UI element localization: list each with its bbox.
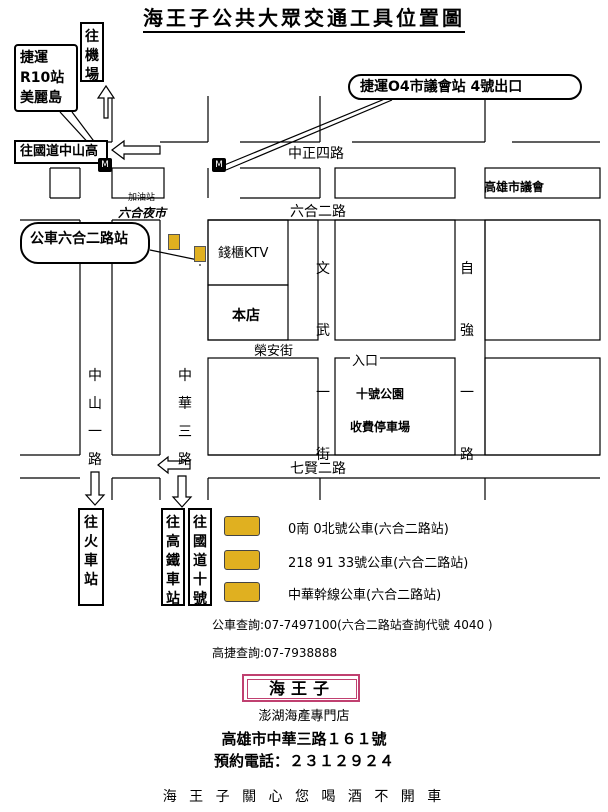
brand-logo: 海王子 [242,674,360,702]
night-market-label: 六合夜市 [118,206,167,220]
address: 高雄市中華三路１６１號 [221,730,387,748]
city-council-label: 高雄市議會 [484,180,545,194]
road-rongan: 榮安街 [254,344,294,359]
logo-text: 海王子 [247,679,357,699]
bus-stop-icon [168,234,180,250]
hsr-box: 往高鐵車站 [161,508,185,607]
mrt-query: 高捷查詢:07-7938888 [212,646,338,660]
road-qixian2: 七賢二路 [290,461,346,477]
road-ziqiang1: 自強一路 [460,261,474,463]
slogan: 海 王 子 關 心 您 喝 酒 不 開 車 [162,789,446,805]
road-wenwu1: 文武一街 [316,261,330,463]
page-title: 海王子公共大眾交通工具位置圖 [0,2,608,33]
entrance-label: 入口 [350,350,381,369]
bus-icon [224,582,260,602]
legend-bus-3: 中華幹線公車(六合二路站) [288,588,442,603]
park-label: 十號公園 [356,387,405,401]
legend-bus-2: 218 91 33號公車(六合二路站) [288,556,469,571]
road-liuhe2: 六合二路 [290,204,346,220]
phone: 預約電話：２３１２９２４ [213,752,394,770]
road-zhonghua3: 中華三路 [178,368,192,468]
mrt-r10-callout: 捷運R10站美麗島 [14,44,78,112]
mrt-o4-icon: M [212,158,226,172]
bus-stop-icon [194,246,206,262]
bus-stop-callout: 公車六合二路站 [20,222,150,264]
bus-icon [224,550,260,570]
ktv-label: 錢櫃KTV [218,246,269,261]
mrt-r10-icon: M [98,158,112,172]
gas-station-label: 加油站 [128,193,156,203]
parking-label: 收費停車場 [350,420,411,434]
brand-tagline: 澎湖海產專門店 [258,709,350,724]
zhongshan-road-box: 往國道中山高 [14,140,108,164]
road-zhongzheng4: 中正四路 [288,146,344,162]
train-station-box: 往火車站 [78,508,104,606]
legend-bus-1: 0南 0北號公車(六合二路站) [288,522,449,537]
bus-icon [224,516,260,536]
mrt-o4-callout: 捷運O4市議會站 4號出口 [348,74,582,100]
airport-box: 往機場 [80,22,104,83]
road-zhongshan1: 中山一路 [88,368,102,468]
bus-query: 公車查詢:07-7497100(六合二路站查詢代號 4040 ) [212,618,493,632]
national-road-box: 往國道十號 [188,508,212,607]
shop-label: 本店 [232,308,260,324]
